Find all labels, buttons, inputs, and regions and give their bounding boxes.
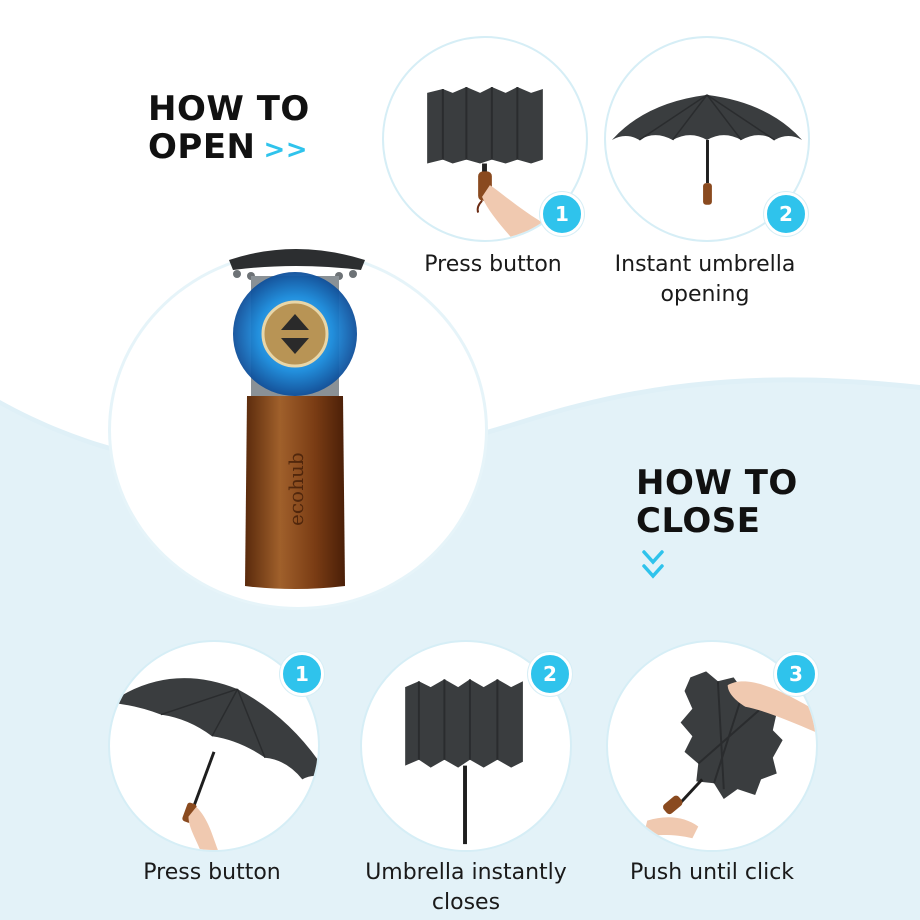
open-umbrella-tilted-icon xyxy=(110,678,318,850)
close-step-2-caption-line2: closes xyxy=(431,890,501,915)
canopy-edge xyxy=(229,249,365,270)
open-step-2-badge: 2 xyxy=(764,192,808,236)
closing-umbrella-icon xyxy=(405,679,523,845)
close-step-3-caption-line: Push until click xyxy=(629,860,795,885)
close-step-2-caption: Umbrella instantly closes xyxy=(352,858,580,918)
close-step-2-caption-line1: Umbrella instantly xyxy=(365,860,567,885)
push-umbrella-closed-icon xyxy=(643,671,816,839)
close-step-3-caption: Push until click xyxy=(598,858,826,888)
close-step-1-badge: 1 xyxy=(280,652,324,696)
close-step-3-badge: 3 xyxy=(774,652,818,696)
brand-engraving: ecohub xyxy=(284,452,308,526)
up-down-arrow-icon xyxy=(261,300,329,368)
open-heading-line1: HOW TO xyxy=(148,89,310,129)
close-heading-line1: HOW TO xyxy=(636,463,798,503)
folded-umbrella-icon xyxy=(427,87,549,240)
wooden-handle xyxy=(245,396,345,589)
hero-handle-image: ecohub xyxy=(229,249,365,589)
close-step-1-caption-line: Press button xyxy=(143,860,281,885)
open-step-2-caption-line2: opening xyxy=(660,282,750,307)
double-chevron-down-icon xyxy=(642,550,664,579)
close-step-2-badge: 2 xyxy=(528,652,572,696)
open-umbrella-icon xyxy=(611,94,803,205)
open-step-1-badge: 1 xyxy=(540,192,584,236)
double-chevron-right-icon: >> xyxy=(263,135,309,165)
close-step-1-caption: Press button xyxy=(100,858,324,888)
close-step-3-image xyxy=(606,640,818,852)
how-to-open-heading: HOW TO OPEN>> xyxy=(148,90,310,169)
open-step-1-caption-line: Press button xyxy=(424,252,562,277)
open-heading-line2: OPEN xyxy=(148,127,256,167)
open-step-2-caption-line1: Instant umbrella xyxy=(614,252,796,277)
open-step-1-caption: Press button xyxy=(382,250,604,280)
close-heading-line2: CLOSE xyxy=(636,501,761,541)
how-to-close-heading: HOW TO CLOSE xyxy=(636,464,798,540)
open-step-2-caption: Instant umbrella opening xyxy=(600,250,810,310)
